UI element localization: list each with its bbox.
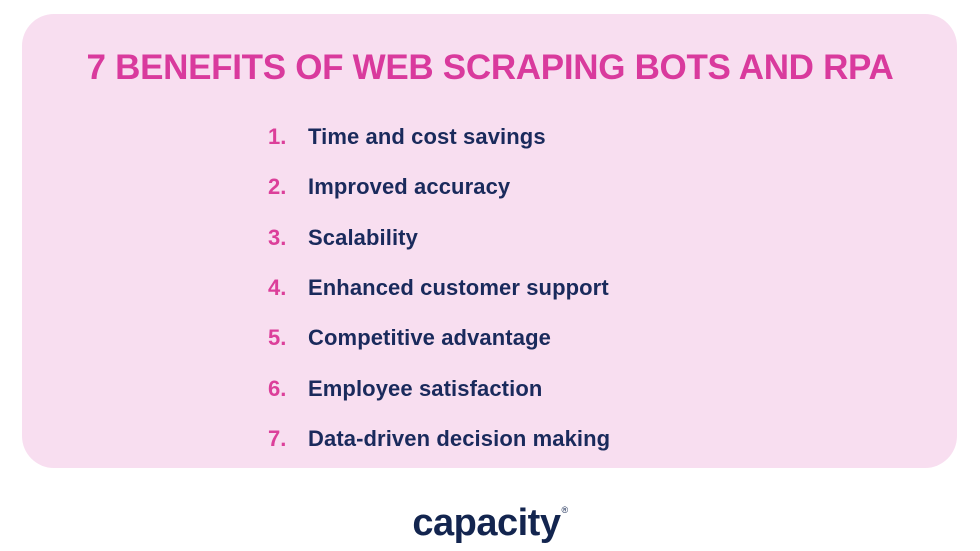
logo-text: capacity xyxy=(412,502,561,544)
item-label: Scalability xyxy=(308,224,418,250)
list-item: 5. Competitive advantage xyxy=(268,313,610,363)
item-label: Improved accuracy xyxy=(308,174,511,200)
list-item: 4. Enhanced customer support xyxy=(268,263,610,313)
item-label: Enhanced customer support xyxy=(308,275,609,301)
item-label: Time and cost savings xyxy=(308,124,546,150)
item-number: 4. xyxy=(268,275,287,301)
item-number: 5. xyxy=(268,325,287,351)
item-number: 2. xyxy=(268,174,287,200)
list-item: 7. Data-driven decision making xyxy=(268,414,610,464)
item-label: Employee satisfaction xyxy=(308,375,543,401)
item-label: Competitive advantage xyxy=(308,325,551,351)
list-item: 2. Improved accuracy xyxy=(268,162,610,212)
item-number: 7. xyxy=(268,425,287,451)
item-number: 6. xyxy=(268,375,287,401)
item-number: 1. xyxy=(268,124,287,150)
item-number: 3. xyxy=(268,224,287,250)
benefits-list: 1. Time and cost savings 2. Improved acc… xyxy=(268,112,610,464)
benefits-card xyxy=(22,14,957,468)
list-item: 6. Employee satisfaction xyxy=(268,363,610,413)
capacity-logo: capacity® xyxy=(0,487,980,546)
list-item: 3. Scalability xyxy=(268,213,610,263)
list-item: 1. Time and cost savings xyxy=(268,112,610,162)
item-label: Data-driven decision making xyxy=(308,425,611,451)
page-title: 7 BENEFITS OF WEB SCRAPING BOTS AND RPA xyxy=(86,48,894,87)
registered-mark-icon: ® xyxy=(561,505,568,515)
